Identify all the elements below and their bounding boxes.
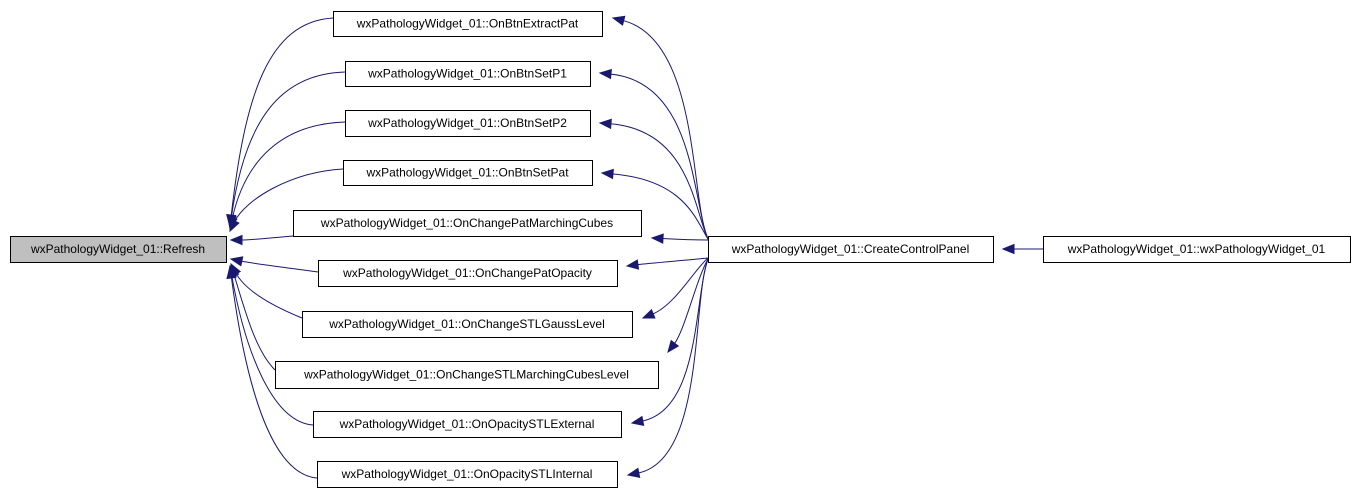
node-box [293, 210, 642, 237]
edge-setpat-to-refresh [229, 168, 344, 233]
edge-ccp-to-setpat [600, 168, 709, 240]
node-label: wxPathologyWidget_01::OnChangePatMarchin… [320, 216, 613, 230]
edge-ccp-to-setp1 [598, 68, 709, 240]
edge-int-to-refresh [226, 265, 318, 479]
edge-line [230, 17, 334, 217]
edge-ccp-to-mc [650, 233, 709, 244]
node-box [345, 110, 591, 137]
node-box [343, 160, 593, 186]
edge-line [230, 71, 346, 218]
edge-line [673, 258, 709, 345]
arrowhead [598, 68, 612, 80]
node-label: wxPathologyWidget_01::OnChangeSTLMarchin… [303, 368, 629, 382]
edge-ccp-to-opacity [625, 257, 709, 270]
node-label: wxPathologyWidget_01::wxPathologyWidget_… [1067, 242, 1326, 256]
edge-line [661, 238, 709, 241]
node-label: wxPathologyWidget_01::OnBtnSetP2 [367, 116, 567, 130]
node-box [318, 260, 618, 287]
node-label: wxPathologyWidget_01::OnChangePatOpacity [342, 266, 592, 280]
node-extract[interactable]: wxPathologyWidget_01::OnBtnExtractPat [333, 11, 603, 37]
node-label: wxPathologyWidget_01::OnOpacitySTLIntern… [341, 467, 593, 481]
edge-line [231, 121, 346, 220]
node-label: wxPathologyWidget_01::OnBtnSetP1 [367, 67, 567, 81]
edge-ccp-to-gauss [641, 257, 709, 319]
arrowhead [625, 259, 640, 270]
node-ctor[interactable]: wxPathologyWidget_01::wxPathologyWidget_… [1043, 236, 1351, 263]
node-refresh: wxPathologyWidget_01::Refresh [10, 236, 227, 263]
node-box [275, 361, 659, 389]
arrowhead [641, 308, 656, 319]
arrowhead [630, 415, 645, 426]
edge-line [652, 257, 709, 315]
node-box [317, 461, 618, 488]
edge-ext-to-refresh [226, 264, 314, 426]
edge-ccp-to-extract [611, 15, 709, 240]
call-edges [226, 15, 1043, 479]
node-mc[interactable]: wxPathologyWidget_01::OnChangePatMarchin… [293, 210, 642, 237]
node-ext[interactable]: wxPathologyWidget_01::OnOpacitySTLExtern… [313, 411, 622, 438]
arrowhead [598, 118, 612, 130]
edge-opacity-to-refresh [229, 256, 319, 273]
edge-ctor-to-ccp [1001, 243, 1043, 255]
function-nodes: wxPathologyWidget_01::RefreshwxPathology… [10, 11, 1351, 488]
node-box [333, 11, 603, 37]
arrowhead [1001, 243, 1015, 255]
edge-line [230, 276, 318, 479]
arrowhead [226, 265, 237, 280]
edge-line [609, 123, 709, 240]
node-setp2[interactable]: wxPathologyWidget_01::OnBtnSetP2 [345, 110, 591, 137]
node-box [313, 411, 622, 438]
edge-mc-to-refresh [229, 234, 294, 246]
edge-line [637, 258, 709, 474]
edge-ccp-to-setp2 [598, 118, 709, 240]
edge-line [231, 275, 314, 426]
node-int[interactable]: wxPathologyWidget_01::OnOpacitySTLIntern… [317, 461, 618, 488]
node-opacity[interactable]: wxPathologyWidget_01::OnChangePatOpacity [318, 260, 618, 287]
node-gauss[interactable]: wxPathologyWidget_01::OnChangeSTLGaussLe… [302, 311, 633, 338]
node-setpat[interactable]: wxPathologyWidget_01::OnBtnSetPat [343, 160, 593, 186]
node-box [708, 236, 994, 263]
edge-line [233, 168, 344, 223]
arrowhead [229, 256, 244, 267]
arrowhead [229, 234, 243, 246]
edge-line [233, 274, 276, 371]
arrowhead [611, 15, 626, 26]
edge-setp1-to-refresh [226, 71, 346, 229]
arrowhead [229, 218, 240, 233]
node-box [1043, 236, 1351, 263]
arrowhead [626, 467, 641, 478]
node-label: wxPathologyWidget_01::CreateControlPanel [731, 242, 969, 256]
edge-ccp-to-mclevel [667, 258, 709, 354]
node-box [302, 311, 633, 338]
node-box [10, 236, 227, 263]
arrowhead [667, 339, 680, 354]
edge-line [240, 260, 319, 273]
edge-gauss-to-refresh [230, 262, 303, 319]
node-label: wxPathologyWidget_01::OnBtnExtractPat [356, 17, 579, 31]
edge-line [611, 173, 709, 240]
node-label: wxPathologyWidget_01::Refresh [30, 242, 205, 256]
node-mclevel[interactable]: wxPathologyWidget_01::OnChangeSTLMarchin… [275, 361, 659, 389]
node-label: wxPathologyWidget_01::OnBtnSetPat [365, 166, 569, 180]
node-label: wxPathologyWidget_01::OnOpacitySTLExtern… [339, 417, 595, 431]
arrowhead [650, 233, 664, 244]
edge-extract-to-refresh [226, 17, 334, 228]
edge-line [240, 235, 294, 241]
node-box [345, 61, 591, 87]
edge-ccp-to-int [626, 258, 709, 478]
edge-line [235, 272, 303, 319]
edge-line [609, 73, 709, 240]
node-ccp[interactable]: wxPathologyWidget_01::CreateControlPanel [708, 236, 994, 263]
node-label: wxPathologyWidget_01::OnChangeSTLGaussLe… [328, 317, 605, 331]
edge-line [622, 19, 709, 240]
edge-line [636, 257, 709, 266]
arrowhead [600, 168, 614, 180]
node-setp1[interactable]: wxPathologyWidget_01::OnBtnSetP1 [345, 61, 591, 87]
